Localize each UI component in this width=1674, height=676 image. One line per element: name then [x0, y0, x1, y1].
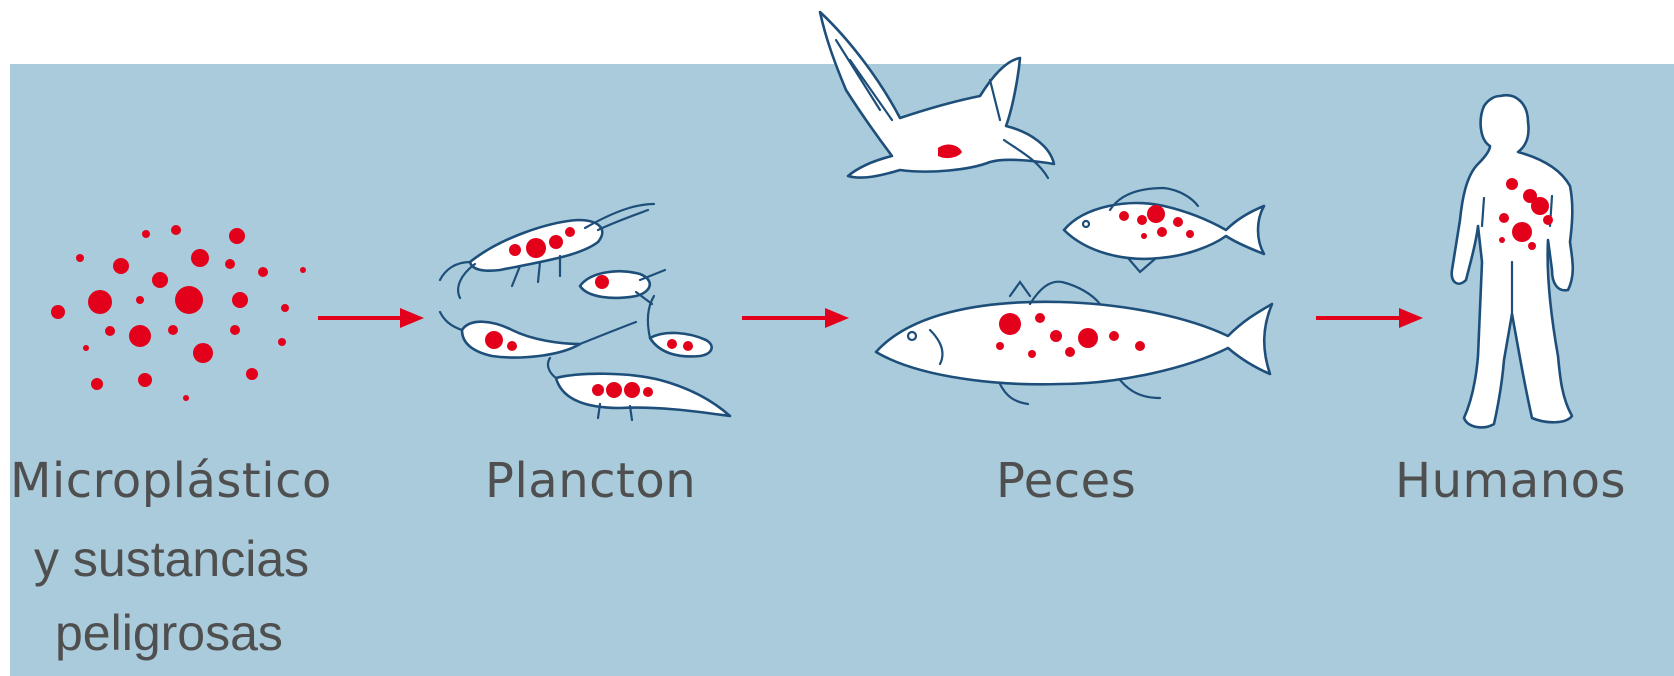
fish-icon: [1064, 188, 1264, 272]
stage-label-microplastico: Microplástico: [10, 453, 332, 509]
arrow-right-icon: [1316, 308, 1423, 328]
shrimp-icon: [440, 312, 636, 358]
shrimp-icon: [548, 358, 730, 420]
shrimp-icon: [648, 296, 712, 356]
fish-icon: [876, 282, 1272, 404]
arrow-right-icon: [742, 308, 849, 328]
stage-label-peces: Peces: [996, 453, 1136, 509]
human-icon: [1452, 95, 1573, 427]
bird-icon: [820, 12, 1054, 178]
arrow-right-icon: [318, 308, 424, 328]
plankton-shrimp-group: [440, 204, 730, 420]
microplastic-particles: [51, 225, 306, 401]
stage-label-humanos: Humanos: [1395, 453, 1626, 509]
stage-label-plancton: Plancton: [485, 453, 696, 509]
microplastic-subtitle-line1: y sustancias: [34, 530, 309, 588]
microplastic-subtitle-line2: peligrosas: [55, 604, 283, 662]
